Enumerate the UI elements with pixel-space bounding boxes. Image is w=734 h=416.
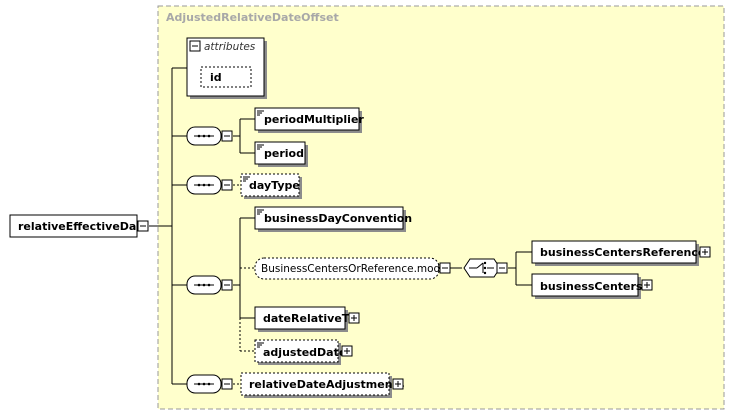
svg-text:relativeDateAdjustments: relativeDateAdjustments — [249, 378, 405, 391]
sequence-compositor-2 — [186, 175, 233, 195]
svg-text:BusinessCentersOrReference.mod: BusinessCentersOrReference.model — [261, 263, 450, 275]
root-label: relativeEffectiveDate — [18, 220, 149, 233]
svg-text:adjustedDate: adjustedDate — [263, 346, 346, 359]
connectors — [149, 67, 532, 385]
svg-text:period: period — [264, 147, 304, 160]
element-dayType[interactable]: dayType — [240, 173, 302, 199]
svg-text:businessCentersReference: businessCentersReference — [540, 246, 705, 259]
group-title: AdjustedRelativeDateOffset — [166, 11, 339, 24]
element-dateRelativeTo[interactable]: dateRelativeTo — [254, 306, 360, 332]
element-periodMultiplier[interactable]: periodMultiplier — [254, 107, 364, 133]
element-relativeDateAdjustments[interactable]: relativeDateAdjustments — [240, 372, 405, 398]
attribute-id-label: id — [210, 71, 222, 84]
choice-compositor — [463, 258, 508, 278]
element-businessDayConvention[interactable]: businessDayConvention — [254, 206, 412, 232]
attributes-header: attributes — [204, 41, 256, 53]
attribute-id[interactable] — [200, 66, 252, 88]
svg-text:dayType: dayType — [249, 179, 300, 192]
element-businessCenters[interactable]: businessCenters — [531, 273, 653, 299]
svg-text:dateRelativeTo: dateRelativeTo — [263, 312, 356, 325]
svg-text:businessDayConvention: businessDayConvention — [264, 212, 412, 225]
sequence-compositor-4 — [186, 374, 233, 394]
element-adjustedDate[interactable]: adjustedDate — [254, 339, 353, 365]
sequence-compositor-1 — [186, 126, 233, 146]
attributes-box: attributes id — [186, 37, 267, 99]
element-period[interactable]: period — [254, 141, 308, 167]
element-businessCentersReference[interactable]: businessCentersReference — [531, 240, 711, 266]
model-group-ref[interactable]: BusinessCentersOrReference.model — [254, 257, 451, 280]
root-element[interactable]: relativeEffectiveDate — [9, 214, 149, 238]
svg-text:periodMultiplier: periodMultiplier — [264, 113, 364, 126]
svg-text:businessCenters: businessCenters — [540, 280, 643, 293]
sequence-compositor-3 — [186, 275, 233, 295]
